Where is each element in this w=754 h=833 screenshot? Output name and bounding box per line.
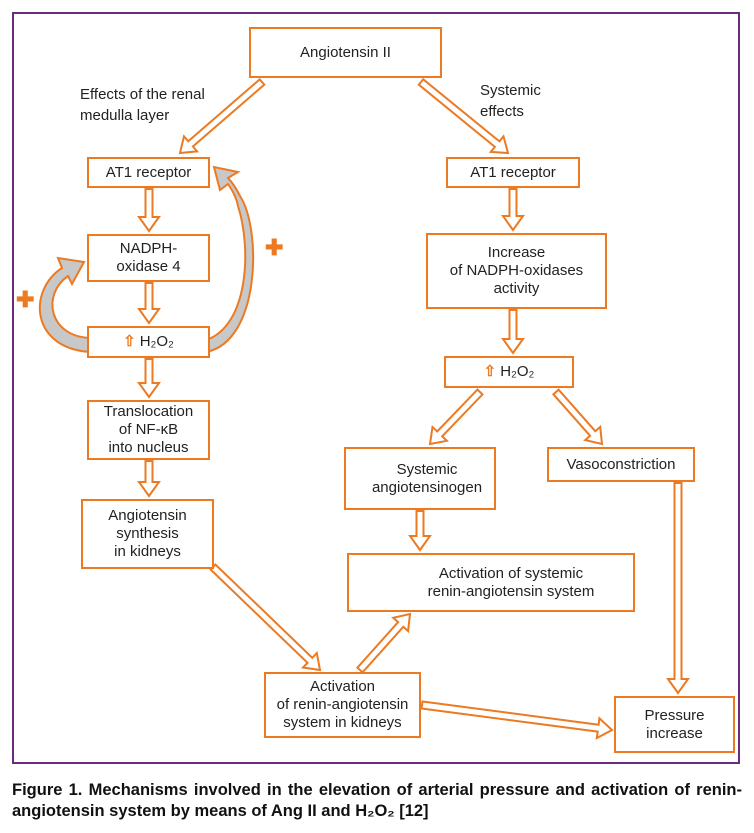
plus-icon: ✚ [16,287,35,312]
plus-icon: ✚ [265,235,284,260]
up-arrow-icon: ⇧ [483,363,497,380]
renal-effects-label: Effects of the renal medulla layer [80,86,205,124]
arrow-angiotensin-to-at1-left [178,77,266,155]
translocation-box: Translocation of NF-κB into nucleus [87,400,210,460]
feedback-loop-to-at1 [205,165,255,354]
arrow-increase-to-h2o2 [501,309,525,355]
arrow-angiotensin-to-at1-right [417,77,510,155]
pressure-increase-box: Pressure increase [614,696,735,753]
at1-receptor-left-box: AT1 receptor [87,157,210,188]
arrow-h2o2-to-angiotensinogen [428,388,484,446]
arrow-angiotensinogen-to-systemic-ras [408,510,432,552]
arrow-at1-to-nadph4 [137,188,161,233]
activation-systemic-ras-box: Activation of systemic renin-angiotensin… [347,553,635,612]
figure-caption: Figure 1. Mechanisms involved in the ele… [12,781,742,820]
h2o2-right-label: H₂O₂ [500,363,535,380]
arrow-nadph4-to-h2o2 [137,282,161,325]
angiotensin-synthesis-box: Angiotensin synthesis in kidneys [81,499,214,569]
arrow-translocation-to-synthesis [137,460,161,498]
systemic-effects-label: Systemic effects [480,82,541,120]
arrow-kidney-ras-to-pressure [420,700,614,740]
arrow-vasoconstriction-to-pressure [666,482,690,695]
arrow-synthesis-to-kidney-ras [209,563,322,672]
h2o2-right-box: ⇧ H₂O₂ [444,356,574,388]
increase-nadph-box: Increase of NADPH-oxidases activity [426,233,607,309]
h2o2-left-label: H₂O₂ [139,333,174,350]
vasoconstriction-box: Vasoconstriction [547,447,695,482]
nadph-oxidase-4-box: NADPH- oxidase 4 [87,234,210,282]
figure-frame [12,12,740,764]
at1-receptor-right-box: AT1 receptor [446,157,580,188]
h2o2-left-box: ⇧ H₂O₂ [87,326,210,358]
up-arrow-icon: ⇧ [123,333,136,350]
angiotensin-ii-box: Angiotensin II [249,27,442,78]
feedback-loop-to-nadph4 [38,256,91,354]
arrow-h2o2-to-vasoconstriction [551,388,604,446]
activation-kidney-ras-box: Activation of renin-angiotensin system i… [264,672,421,738]
systemic-angiotensinogen-box: Systemic angiotensinogen [344,447,496,510]
arrow-h2o2-to-translocation [137,358,161,399]
arrow-kidney-ras-to-systemic-ras [355,612,412,674]
arrow-at1-to-increase-nadph [501,188,525,232]
